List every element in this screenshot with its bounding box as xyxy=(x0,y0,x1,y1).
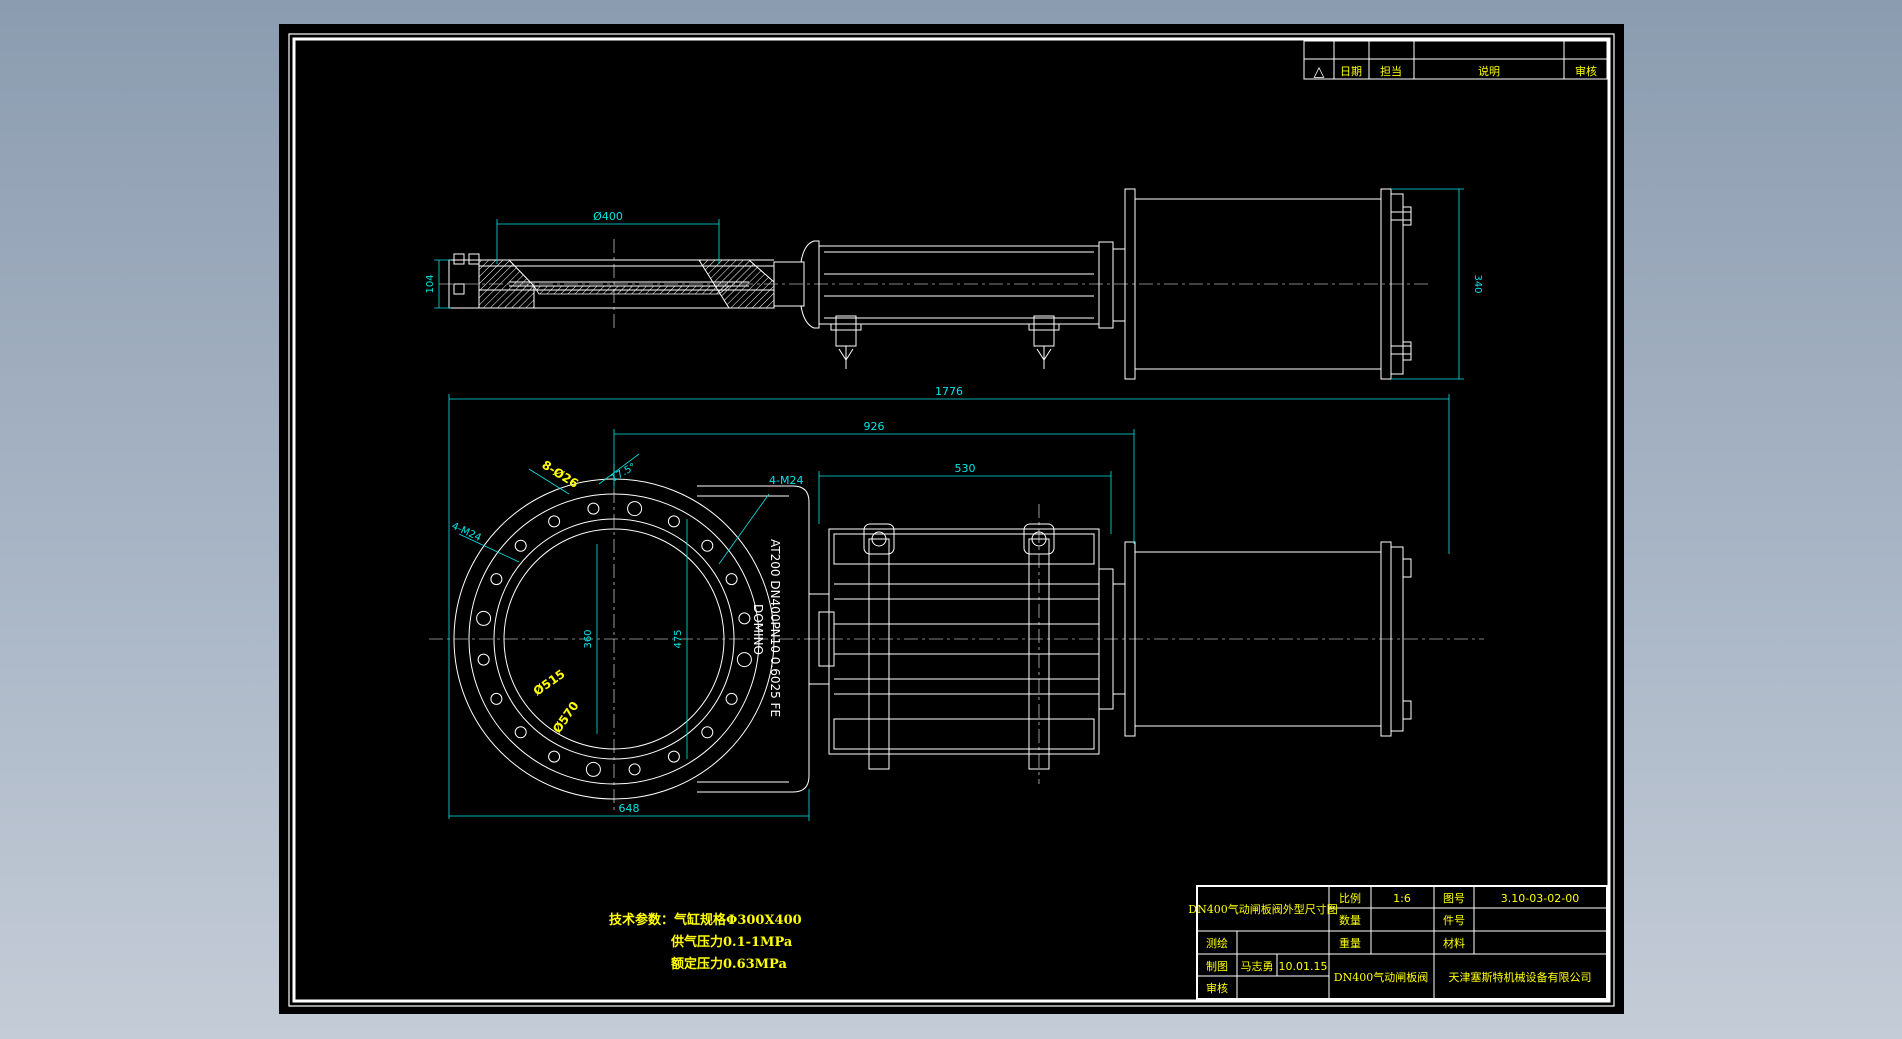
dim-to-cylinder-label: 926 xyxy=(864,420,885,433)
title-drafter-label: 制图 xyxy=(1206,960,1228,973)
front-view-centerlines xyxy=(429,464,1484,814)
front-view-dimensions xyxy=(448,394,1450,821)
bolt-hole-ring xyxy=(476,501,752,777)
bonnet-top xyxy=(773,240,1126,329)
title-date-value: 10.01.15 xyxy=(1279,960,1328,973)
revision-header-owner: 担当 xyxy=(1380,64,1402,78)
tech-param-line-2: 供气压力0.1-1MPa xyxy=(670,934,793,950)
bolt-hole xyxy=(667,750,680,763)
title-qty-label: 数量 xyxy=(1339,914,1361,927)
dim-cylinder-label: 340 xyxy=(1472,274,1483,293)
bolt-hole xyxy=(587,502,600,515)
revision-header-review: 审核 xyxy=(1575,64,1597,78)
section-hatch-left xyxy=(478,259,535,309)
title-weight-label: 重量 xyxy=(1339,936,1361,950)
bolt-hole xyxy=(725,692,738,705)
revision-header-note: 说明 xyxy=(1478,64,1500,78)
bolt-hole xyxy=(585,761,601,777)
title-block xyxy=(1196,885,1608,1000)
bolt-hole xyxy=(514,539,527,552)
section-hatch-right xyxy=(698,259,775,309)
bolt-hole xyxy=(514,726,527,739)
revision-symbol: △ xyxy=(1314,64,1325,80)
bolt-hole xyxy=(701,726,714,739)
dim-height-label: 104 xyxy=(425,274,436,293)
dim-bore-label: Ø400 xyxy=(593,210,623,223)
gate-plate-hatch xyxy=(533,285,731,295)
bolt-hole xyxy=(477,653,490,666)
bolt-hole xyxy=(736,652,752,668)
bolt-hole xyxy=(667,515,680,528)
title-scale-label: 比例 xyxy=(1339,891,1361,905)
revision-table xyxy=(1303,40,1608,80)
title-part-no-label: 件号 xyxy=(1443,914,1465,927)
dim-stroke-label: 530 xyxy=(955,462,976,475)
title-surveyor-label: 测绘 xyxy=(1206,936,1228,950)
revision-header-date: 日期 xyxy=(1340,65,1362,78)
nameplate-line-1: AT200 DN400PN10 0.6025 FE xyxy=(768,539,782,717)
guide-frame-front xyxy=(828,523,1126,770)
drawing-sheet: △ 日期 担当 说明 审核 xyxy=(279,24,1624,1014)
title-company-name: 天津塞斯特机械设备有限公司 xyxy=(1449,970,1592,984)
title-drawing-name: DN400气动闸板阀外型尺寸图 xyxy=(1188,902,1337,916)
bolt-hole xyxy=(628,763,641,776)
outer-border xyxy=(288,33,1615,1007)
bolt-hole xyxy=(490,692,503,705)
title-scale-value: 1:6 xyxy=(1393,892,1411,905)
bolt-hole xyxy=(490,573,503,586)
title-drafter-value: 马志勇 xyxy=(1241,960,1274,973)
inner-border xyxy=(292,37,1611,1003)
dim-overall-label: 1776 xyxy=(935,385,963,398)
dim-inner-height-label: 360 xyxy=(583,629,594,648)
top-view: Ø400 104 340 xyxy=(425,188,1483,380)
top-view-centerlines xyxy=(439,239,1429,329)
callout-tap-left: 4-M24 xyxy=(450,521,483,544)
cad-drawing-canvas: △ 日期 担当 说明 审核 xyxy=(288,33,1615,1007)
bolt-hole xyxy=(725,573,738,586)
dim-outer-height-label: 475 xyxy=(673,629,684,648)
nameplate-line-2: DOMINO xyxy=(751,604,765,655)
bolt-hole xyxy=(627,501,643,517)
title-reviewer-label: 审核 xyxy=(1206,981,1228,995)
callout-pcd-outer: Ø570 xyxy=(550,699,582,736)
callout-angle: 17.5° xyxy=(609,461,638,484)
title-product-name: DN400气动闸板阀 xyxy=(1334,970,1428,984)
tech-param-line-1: 技术参数：气缸规格Φ300X400 xyxy=(609,912,802,928)
front-view: 1776 926 530 648 360 475 8-Ø26 17.5° 4-M… xyxy=(429,385,1484,821)
tie-rod-nuts-top xyxy=(830,315,1060,369)
callout-pcd-inner: Ø515 xyxy=(531,667,568,699)
title-drawing-no-value: 3.10-03-02-00 xyxy=(1501,892,1579,905)
tech-param-line-3: 额定压力0.63MPa xyxy=(671,956,787,972)
bolt-hole xyxy=(701,539,714,552)
bolt-hole xyxy=(738,612,751,625)
top-view-dimensions xyxy=(434,188,1464,380)
bolt-hole xyxy=(548,750,561,763)
bolt-hole xyxy=(548,515,561,528)
title-drawing-no-label: 图号 xyxy=(1443,892,1465,905)
callout-tap-top: 4-M24 xyxy=(769,474,803,487)
bolt-hole xyxy=(476,610,492,626)
dim-width-label: 648 xyxy=(619,802,640,815)
title-material-label: 材料 xyxy=(1443,936,1465,950)
callout-bolt-holes: 8-Ø26 xyxy=(539,458,581,491)
